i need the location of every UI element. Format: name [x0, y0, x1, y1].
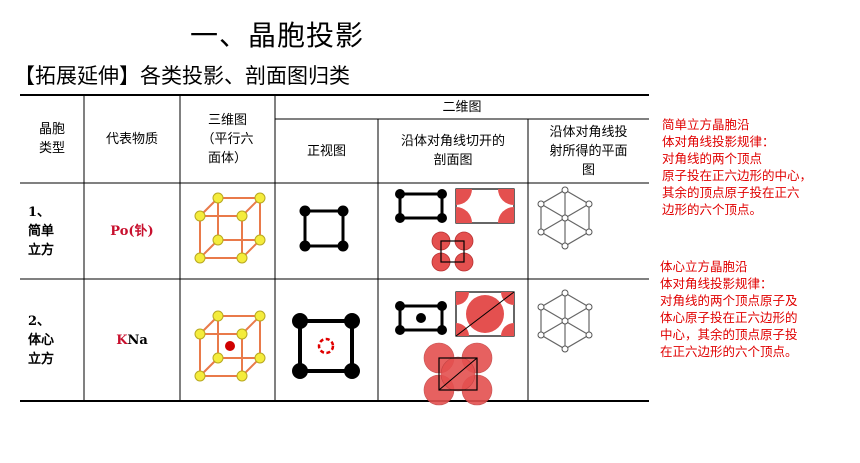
simple-cubic-projection-hexagon	[537, 186, 593, 250]
bcc-3d-diagram	[194, 310, 266, 382]
page-title: 一、晶胞投影	[190, 19, 365, 52]
substance-red-text: Po(钋)	[110, 223, 154, 239]
bcc-front-view	[292, 313, 360, 379]
header-front-view: 正视图	[306, 143, 346, 159]
substance-simple-cubic: Po(钋)	[84, 183, 180, 279]
header-cell-type: 晶胞 类型	[38, 122, 65, 156]
note-simple-cubic: 简单立方晶胞沿 体对角线投影规律： 对角线的两个顶点 原子投在正六边形的中心， …	[662, 117, 813, 217]
substance-bcc: K Na	[84, 279, 180, 401]
substance-black-text: Na	[127, 332, 148, 348]
page-subtitle: 【拓展延伸】各类投影、剖面图归类	[14, 64, 350, 88]
bcc-section-diagram	[395, 291, 515, 406]
simple-cubic-3d-diagram	[194, 192, 266, 264]
row-type-simple-cubic: 1、 简单 立方	[28, 204, 55, 258]
header-2d: 二维图	[442, 99, 482, 115]
simple-cubic-section-diagram	[395, 188, 515, 272]
header-section: 沿体对角线切开的 剖面图	[400, 134, 505, 168]
bcc-projection-hexagon	[537, 289, 593, 353]
simple-cubic-front-view	[299, 205, 349, 252]
row-type-bcc: 2、 体心 立方	[28, 313, 55, 367]
header-3d: 三维图 （平行六 面体）	[201, 112, 254, 166]
substance-red-text: K	[116, 332, 128, 348]
header-projection: 沿体对角线投 射所得的平面 图	[549, 124, 628, 178]
table-grid	[20, 94, 649, 402]
projection-table: 晶胞 类型 代表物质 三维图 （平行六 面体） 二维图 正视图 沿体对角线切开的…	[20, 94, 649, 406]
header-substance: 代表物质	[105, 131, 158, 147]
note-bcc: 体心立方晶胞沿 体对角线投影规律： 对角线的两个顶点原子及 体心原子投在正六边形…	[660, 259, 798, 359]
